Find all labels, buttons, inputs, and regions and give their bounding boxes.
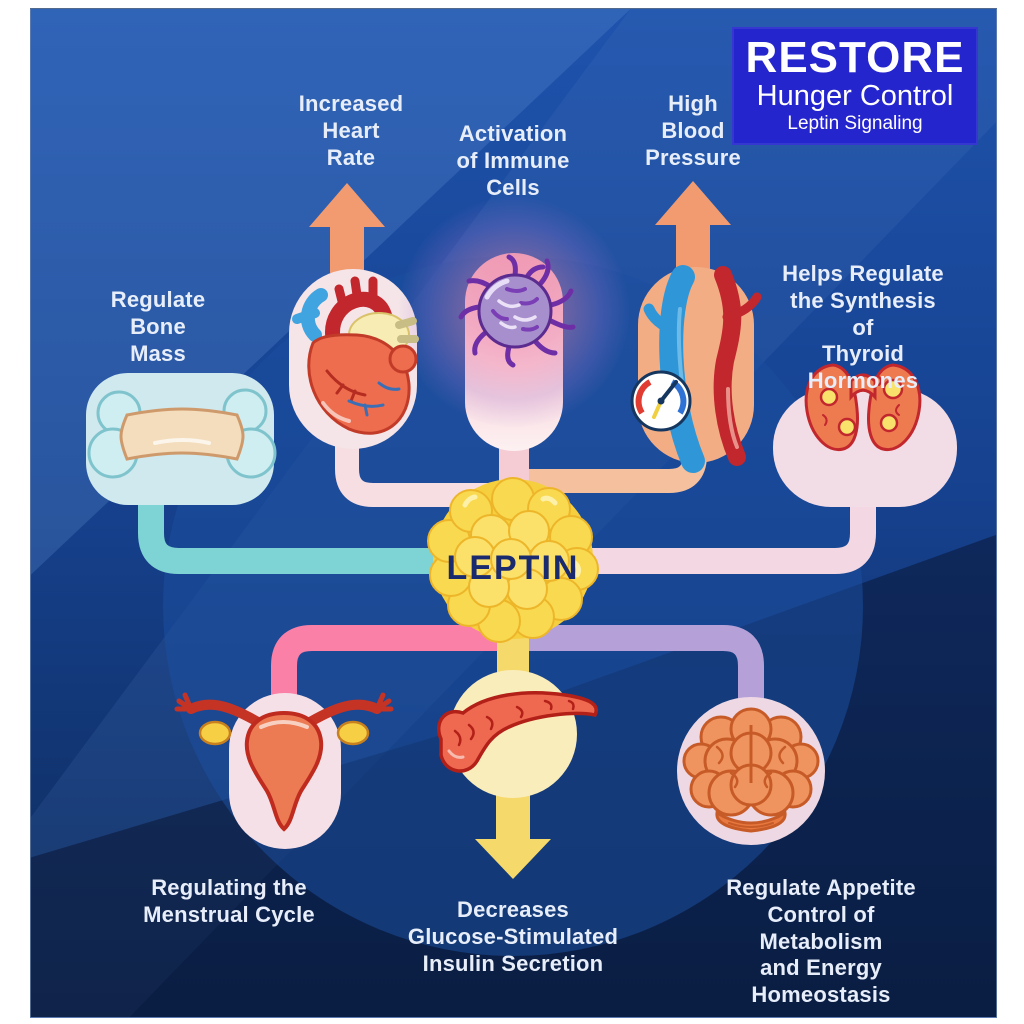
up-arrow-icon — [309, 183, 385, 273]
immune-cell-shapes — [458, 254, 576, 368]
diagram-stage: LEPTIN Increased Heart Rate Activation o… — [31, 9, 996, 1017]
brain-shapes — [682, 707, 820, 833]
heart-shapes — [292, 276, 419, 435]
heart-icon — [292, 276, 419, 435]
brand-title: RESTORE — [745, 33, 965, 83]
label-immune-activation: Activation of Immune Cells — [456, 121, 570, 200]
leptin-cells-icon — [427, 477, 599, 643]
uterus-icon — [174, 692, 394, 832]
connector-bone — [138, 493, 471, 574]
label-thyroid-hormones: Helps Regulate the Synthesis of Thyroid … — [782, 261, 944, 394]
leptin-title: LEPTIN — [446, 549, 580, 587]
label-insulin-secretion: Decreases Glucose-Stimulated Insulin Sec… — [407, 897, 619, 976]
pancreas-shapes — [437, 691, 598, 773]
brand-tagline: Leptin Signaling — [787, 112, 923, 134]
connector-layer — [138, 181, 876, 879]
blood-pressure-icon — [630, 265, 762, 473]
thyroid-icon — [804, 363, 922, 452]
uterus-shapes — [174, 692, 394, 832]
bone-icon — [87, 388, 277, 479]
label-high-blood-pressure: High Blood Pressure — [645, 91, 741, 170]
connector-appetite — [527, 625, 764, 707]
up-arrow-icon — [655, 181, 731, 271]
brain-icon — [682, 707, 820, 833]
brand-box: RESTORE Hunger Control Leptin Signaling — [732, 27, 978, 145]
label-menstrual-cycle: Regulating the Menstrual Cycle — [143, 875, 315, 927]
label-bone-mass: Regulate Bone Mass — [110, 287, 206, 366]
connector-menstrual — [271, 625, 499, 701]
down-arrow-icon — [475, 791, 551, 879]
blood-pressure-shapes — [630, 265, 762, 473]
thyroid-shapes — [804, 363, 922, 452]
label-appetite-control: Regulate Appetite Control of Metabolism … — [726, 875, 916, 1008]
thyroid-container — [773, 389, 957, 507]
brand-subtitle: Hunger Control — [756, 80, 954, 113]
connector-thyroid — [561, 495, 876, 574]
label-increased-heart-rate: Increased Heart Rate — [298, 91, 404, 170]
immune-cell-icon — [458, 254, 576, 368]
connector-heart — [335, 439, 506, 507]
leptin-cell-shapes — [427, 477, 599, 643]
bone-shapes — [87, 388, 277, 479]
infographic-canvas: LEPTIN Increased Heart Rate Activation o… — [30, 8, 997, 1018]
pancreas-icon — [437, 691, 598, 773]
